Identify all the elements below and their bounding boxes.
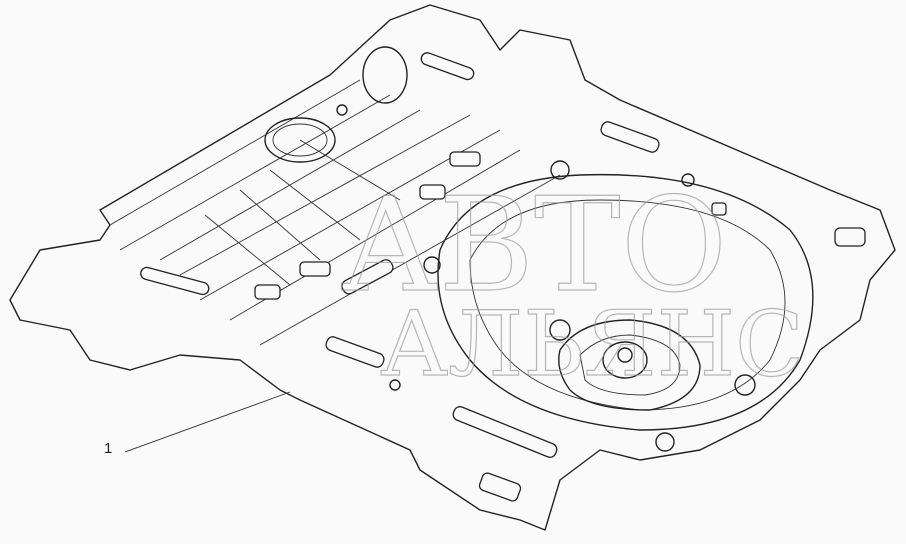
- slots: [140, 52, 866, 502]
- holes: [264, 46, 756, 452]
- spare-wheel-well: [437, 173, 814, 431]
- callout-number: 1: [104, 440, 113, 457]
- svg-text:АВТО: АВТО: [340, 169, 727, 321]
- callout-leader-line: [124, 391, 291, 453]
- watermark: АВТО АЛЬЯНС: [339, 168, 804, 397]
- svg-text:АЛЬЯНС: АЛЬЯНС: [380, 292, 804, 397]
- floor-panel-outline: [9, 4, 896, 531]
